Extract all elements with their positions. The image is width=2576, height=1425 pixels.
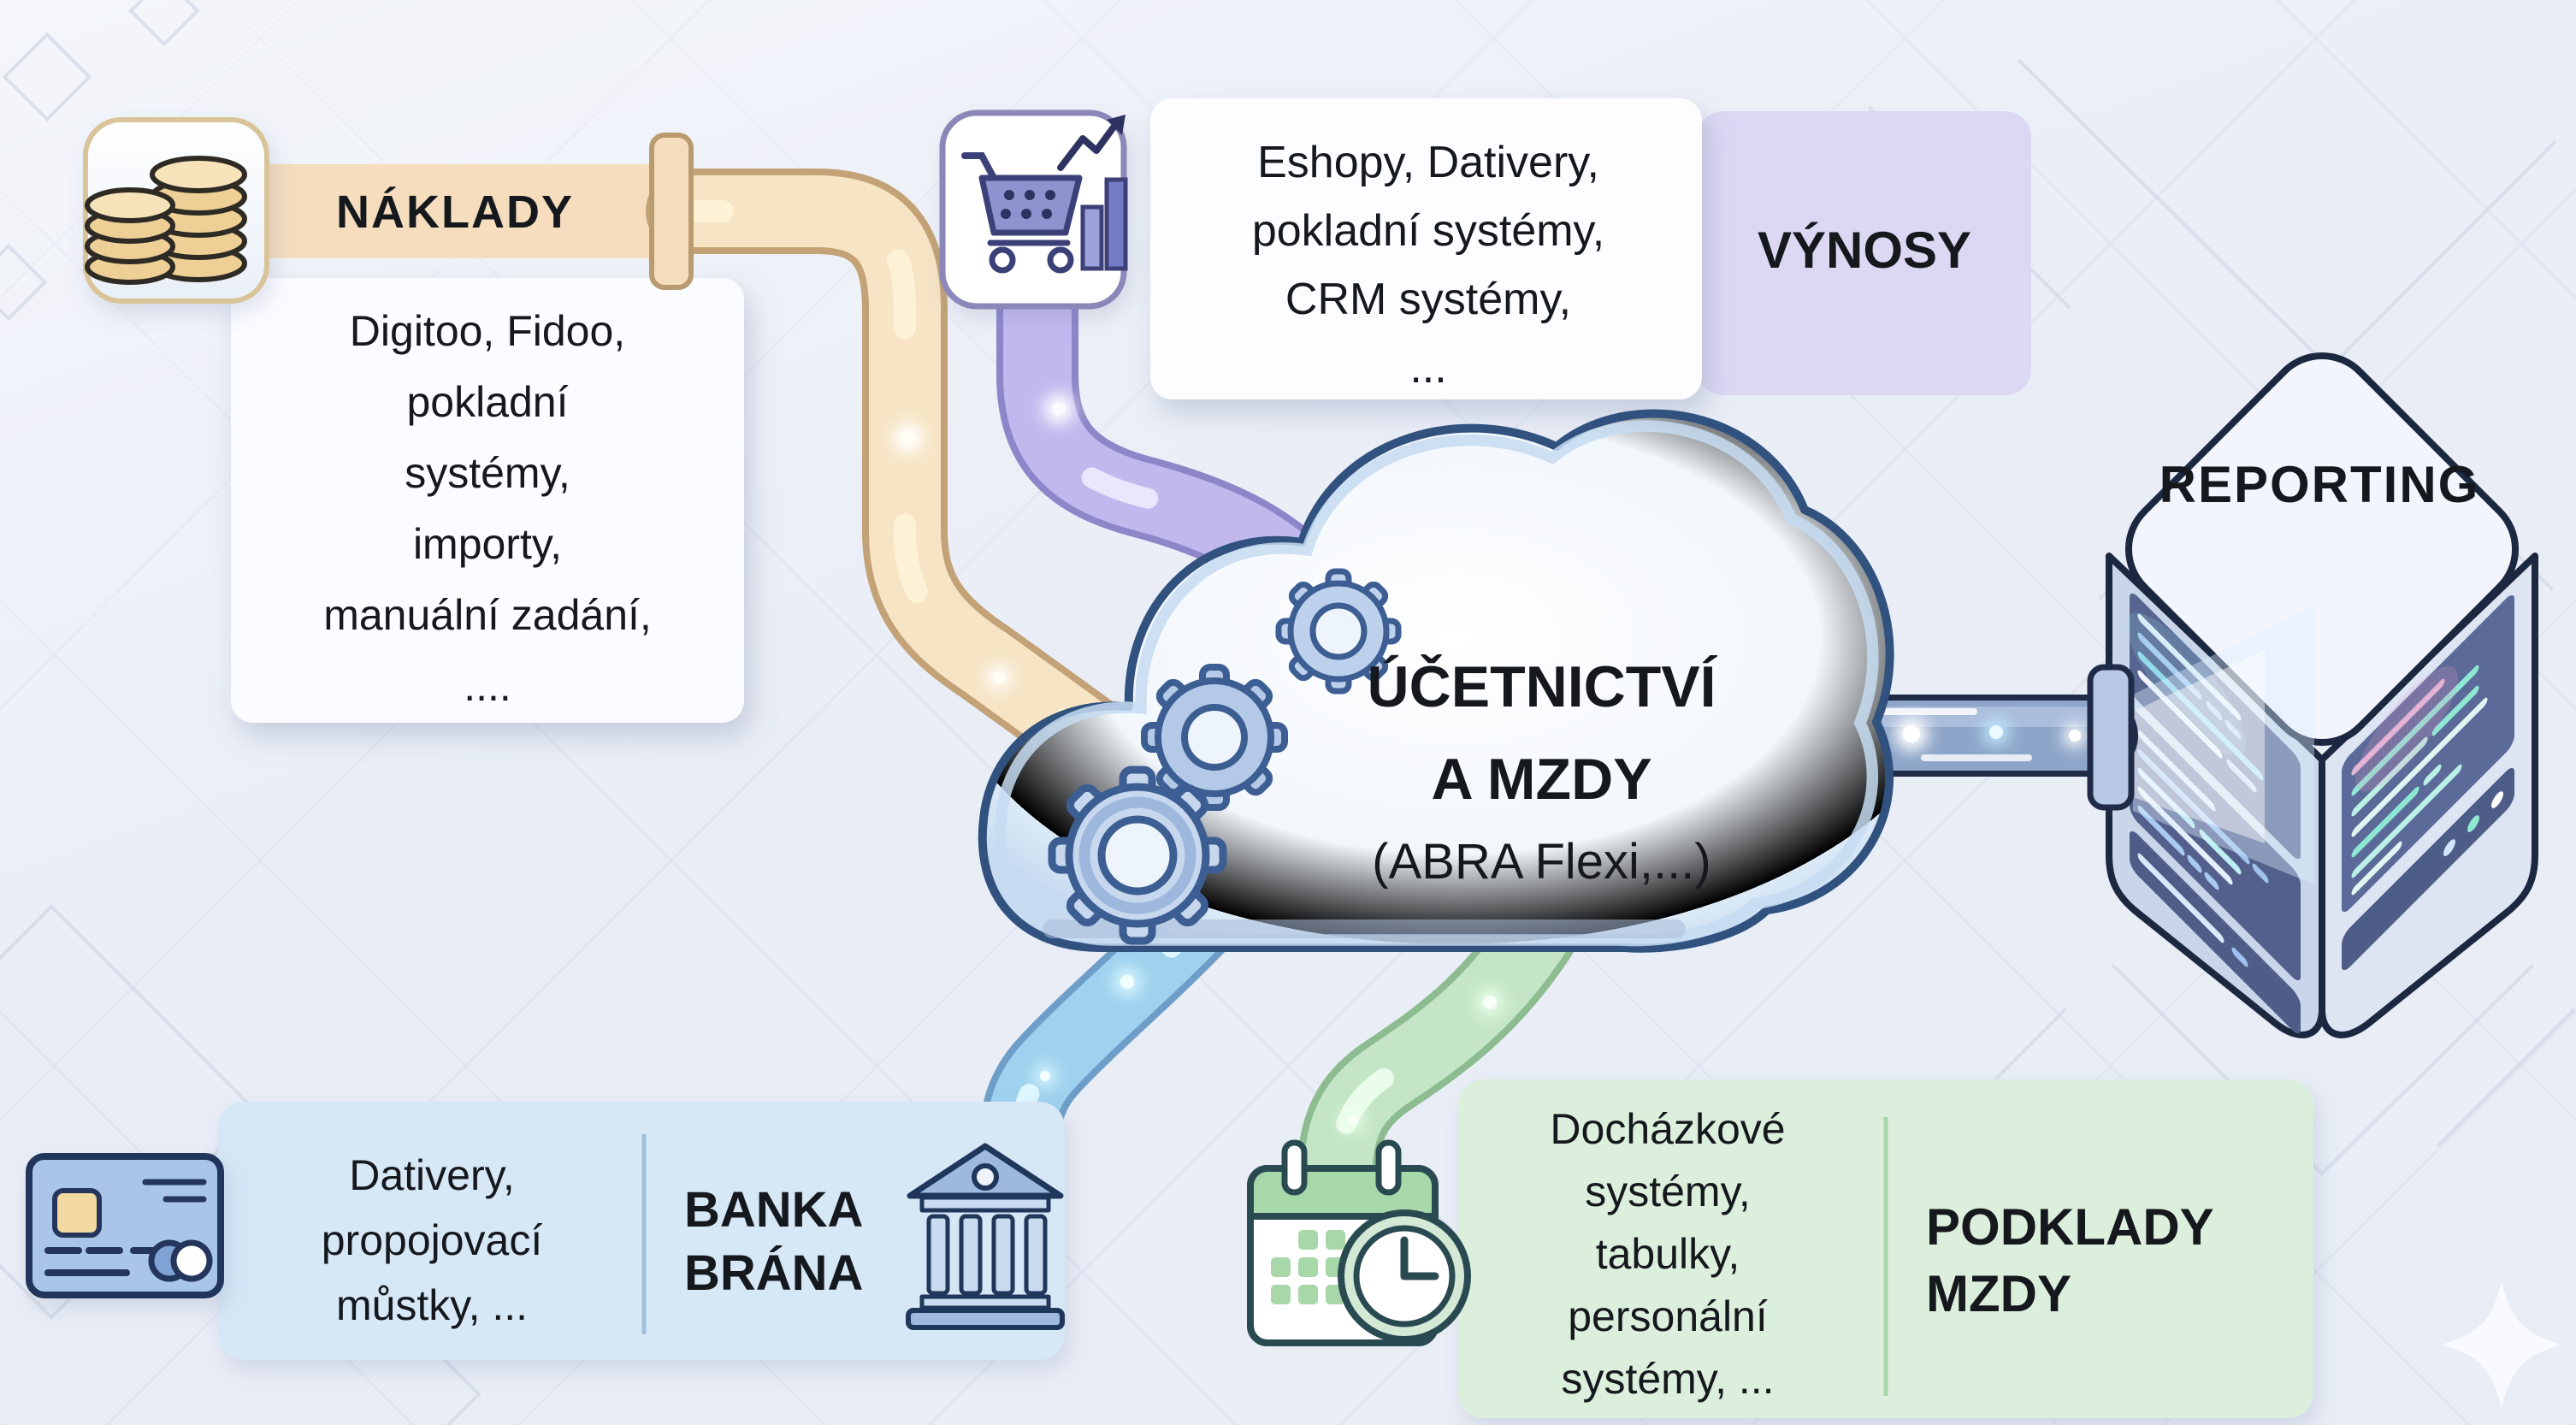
text-line: systémy, ... <box>1561 1355 1775 1403</box>
text-line: CRM systémy, <box>1285 275 1572 324</box>
text-line: Digitoo, Fidoo, <box>349 307 626 355</box>
server-icon <box>2106 352 2538 1038</box>
gears-icon <box>1048 568 1402 945</box>
banka-label: BANKA BRÁNA <box>684 1182 864 1301</box>
eshopy-box <box>1150 98 1702 399</box>
text-line: .... <box>464 662 511 710</box>
vynosy-label: VÝNOSY <box>1757 222 1972 279</box>
text-line: manuální zadání, <box>323 591 652 639</box>
pipe-podklady <box>1297 891 1579 1215</box>
text-line: systémy, <box>1585 1168 1751 1215</box>
cloud-subtitle: (ABRA Flexi,...) <box>1372 834 1711 890</box>
vynosy-items: Eshopy, Dativery, pokladní systémy, CRM sy… <box>1167 128 1689 402</box>
text-line: Dativery, <box>349 1151 515 1199</box>
podklady-panel <box>1458 1079 2313 1418</box>
pipe-naklady <box>646 169 1281 888</box>
coins-icon <box>85 156 247 285</box>
shopping-cart-chart-icon <box>961 115 1128 274</box>
coins-tile <box>83 117 269 304</box>
naklady-items: Digitoo, Fidoo, pokladní systémy, importy, m… <box>244 296 731 722</box>
text-line: propojovací <box>321 1216 543 1264</box>
text-line: ... <box>1409 343 1447 393</box>
naklady-items-box <box>231 278 744 723</box>
text-line: tabulky, <box>1595 1230 1740 1278</box>
banka-panel <box>218 1102 1065 1360</box>
calendar-clock-icon <box>1247 1139 1471 1346</box>
text-line: importy, <box>412 520 563 568</box>
cloud-title-line1: ÚČETNICTVÍ <box>1367 654 1716 719</box>
cloud-shape <box>978 409 1894 953</box>
cart-tile <box>939 109 1128 310</box>
text-line: Eshopy, Dativery, <box>1257 138 1599 187</box>
text-line: pokladní systémy, <box>1251 206 1605 256</box>
naklady-banner <box>257 164 660 258</box>
podklady-items: Docházkové systémy, tabulky, personální syst… <box>1480 1098 1856 1410</box>
podklady-label: PODKLADY MZDY <box>1926 1198 2214 1322</box>
text-line: systémy, <box>405 449 570 497</box>
naklady-label: NÁKLADY <box>336 186 574 238</box>
reporting-label: REPORTING <box>2159 456 2480 513</box>
text-line: pokladní <box>406 378 569 426</box>
credit-card-icon <box>26 1153 224 1298</box>
text-line: personální <box>1568 1292 1768 1340</box>
cloud-title-line2: A MZDY <box>1431 747 1652 812</box>
banka-items: Dativery, propojovací můstky, ... <box>248 1143 616 1338</box>
naklady-pipe-flange <box>649 133 694 290</box>
text-line: Docházkové <box>1550 1105 1786 1153</box>
text-line: můstky, ... <box>335 1281 529 1329</box>
vynosy-panel <box>1698 111 2031 395</box>
reporting-pipe-flange <box>2087 664 2135 811</box>
bank-icon <box>906 1143 1065 1330</box>
sparkle-icon <box>2441 1281 2562 1408</box>
